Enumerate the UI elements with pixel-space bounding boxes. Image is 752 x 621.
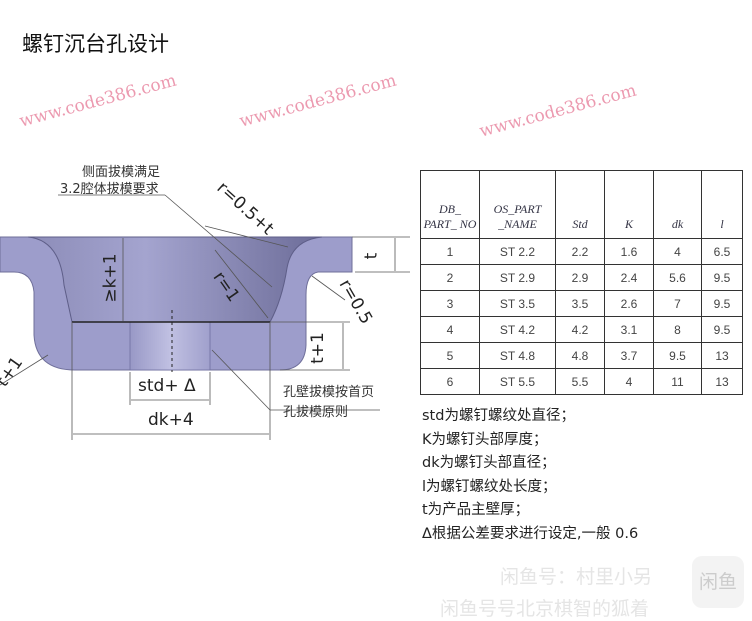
dim-k: ≥k+1 [100,253,121,303]
dim-t: t [361,252,382,260]
table-cell: 4 [653,238,702,265]
through-hole [129,321,211,371]
table-cell: ST 4.2 [479,316,556,343]
table-cell: 2.4 [604,264,654,291]
col-db-part-no: DB_ PART_ NO [420,170,480,239]
col-l: l [701,170,743,239]
table-cell: 1 [420,238,480,265]
table-cell: 13 [701,368,743,395]
callout-side-draft-line1: 侧面拔模满足 [82,165,161,180]
table-cell: ST 5.5 [479,368,556,395]
note-delta: Δ根据公差要求进行设定,一般 0.6 [422,525,639,542]
table-cell: 4.2 [555,316,605,343]
note-std: std为螺钉螺纹处直径； [422,408,575,424]
table-cell: 9.5 [701,264,743,291]
note-l: l为螺钉螺纹处长度； [422,478,557,495]
table-cell: 11 [653,368,702,395]
dim-t1: t+1 [307,332,328,364]
dim-dk: dk+4 [148,410,194,430]
table-cell: ST 4.8 [479,342,556,369]
page-title: 螺钉沉台孔设计 [22,32,169,56]
table-cell: 2.9 [555,264,605,291]
table-cell: ST 3.5 [479,290,556,317]
table-cell: 1.6 [604,238,654,265]
notes-list: std为螺钉螺纹处直径； K为螺钉头部厚度； dk为螺钉头部直径； l为螺钉螺纹… [422,405,638,546]
table-cell: 3.1 [604,316,654,343]
table-cell: 3.7 [604,342,654,369]
callout-hole-draft-line2: 孔拔模原则 [283,405,349,420]
xianyu-logo-watermark: 闲鱼 [692,556,744,608]
table-cell: 13 [701,342,743,369]
callout-hole-draft-line1: 孔壁拔模按首页 [283,385,375,400]
counterbore-cavity [27,236,323,323]
table-cell: 4 [604,368,654,395]
table-header-row: DB_ PART_ NO OS_PART _NAME Std K dk l [420,170,743,239]
col-os-part-name: OS_PART _NAME [479,170,556,239]
table-cell: 9.5 [701,290,743,317]
dim-std: std+ Δ [138,376,196,396]
table-cell: 5.6 [653,264,702,291]
table-cell: 6 [420,368,480,395]
table-cell: 3.5 [555,290,605,317]
watermark-code386-3: www.code386.com [477,80,639,142]
table-cell: 2.2 [555,238,605,265]
col-std: Std [555,170,605,239]
table-cell: 6.5 [701,238,743,265]
col-k: K [604,170,654,239]
col-dk: dk [653,170,702,239]
table-cell: 3 [420,290,480,317]
note-dk: dk为螺钉头部直径； [422,455,556,471]
table-cell: 7 [653,290,702,317]
table-cell: 4 [420,316,480,343]
callout-side-draft-line2: 3.2腔体拔模要求 [60,182,159,197]
table-cell: ST 2.9 [479,264,556,291]
table-cell: 9.5 [701,316,743,343]
table-cell: 2.6 [604,290,654,317]
table-cell: 9.5 [653,342,702,369]
note-k: K为螺钉头部厚度； [422,431,548,448]
table-cell: 2 [420,264,480,291]
watermark-xianyu-1: 闲鱼号：村里小另 [500,566,653,588]
table-cell: 5 [420,342,480,369]
watermark-xianyu-2: 闲鱼号号北京棋智的狐着 [440,598,650,620]
table-cell: 5.5 [555,368,605,395]
table-cell: ST 2.2 [479,238,556,265]
table-cell: 4.8 [555,342,605,369]
counterbore-diagram [0,194,410,440]
table-cell: 8 [653,316,702,343]
note-t: t为产品主壁厚； [422,502,530,518]
